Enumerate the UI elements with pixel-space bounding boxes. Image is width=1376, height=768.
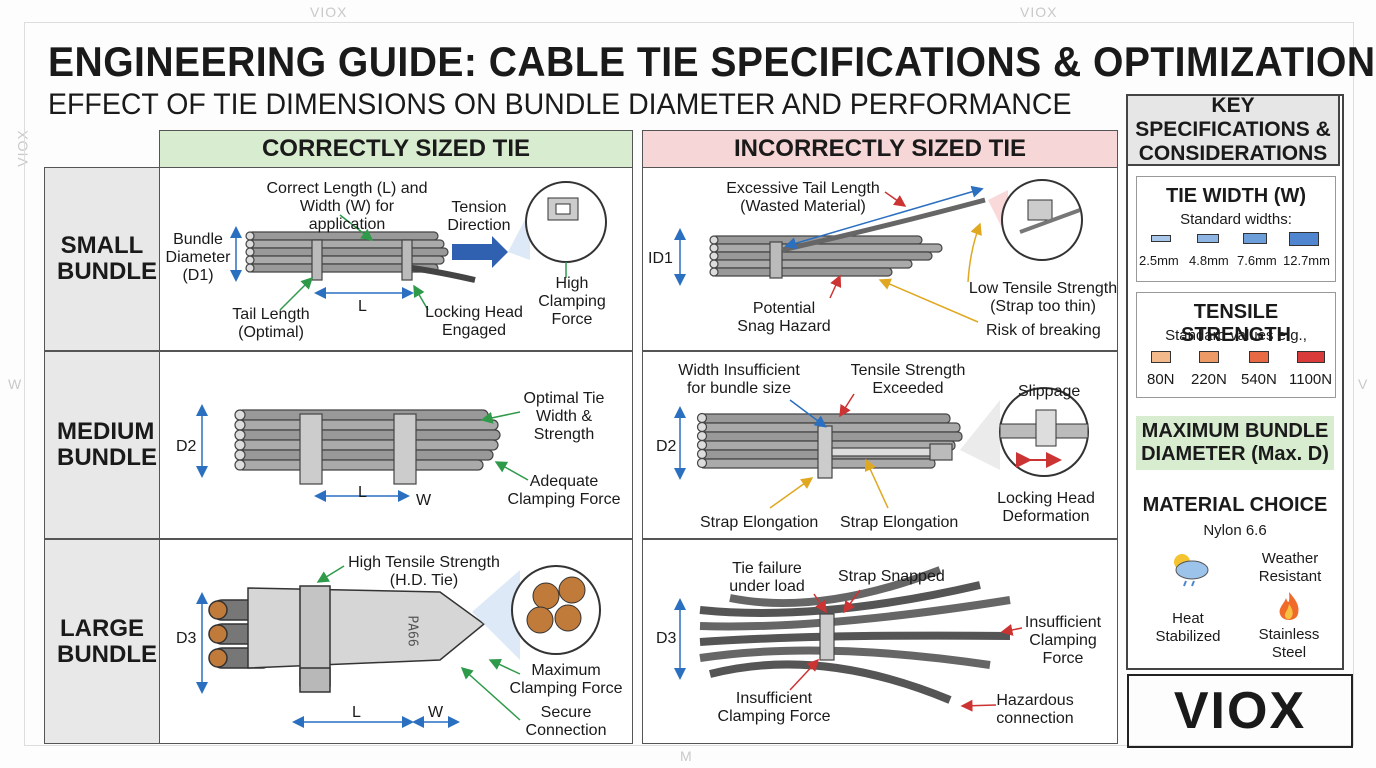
tensile-value: 80N [1147,371,1175,388]
label-width-insufficient: Width Insufficient for bundle size [678,362,800,397]
max-bundle-label: MAXIMUM BUNDLE DIAMETER (Max. D) [1141,420,1329,465]
large-bundle-cables [208,585,486,693]
label-tie-mark: PA66 [404,615,420,647]
page-title: ENGINEERING GUIDE: CABLE TIE SPECIFICATI… [48,38,1376,85]
label-max-clamping: Maximum Clamping Force [509,662,623,697]
column-header-correct: CORRECTLY SIZED TIE [159,130,633,168]
watermark: V [1358,376,1369,392]
width-swatch [1289,232,1319,246]
sidebar-panel [1126,94,1344,670]
flame-icon [1279,592,1299,620]
label-tie-failure: Tie failure under load [729,560,805,595]
heat-label: Heat Stabilized [1155,610,1221,645]
tie-width-title: TIE WIDTH (W) [1166,185,1306,207]
row-header-large: LARGE BUNDLE [44,539,160,744]
max-bundle-box: MAXIMUM BUNDLE DIAMETER (Max. D) [1136,416,1334,470]
outer-frame [24,22,1354,746]
label-l: L [358,484,367,501]
sidebar-header: KEY SPECIFICATIONS & CONSIDERATIONS [1126,94,1340,166]
watermark: M [680,748,693,764]
tensile-strength-box: TENSILE STRENGTH Standard values e.g., 8… [1136,292,1336,398]
label-id1: ID1 [648,250,673,267]
label-snag-hazard: Potential Snag Hazard [737,300,831,335]
width-value: 4.8mm [1189,253,1229,268]
tensile-value: 540N [1241,371,1277,388]
large-incorrect-cables [699,566,1011,704]
label-d2: D2 [176,438,197,455]
row-header-small: SMALL BUNDLE [44,167,160,351]
weather-icon [1174,554,1209,587]
label-secure-connection: Secure Connection [525,704,607,739]
row-header-medium: MEDIUM BUNDLE [44,351,160,539]
weather-label: Weather Resistant [1258,550,1322,585]
label-risk-breaking: Risk of breaking [986,322,1101,339]
label-d2: D2 [656,438,677,455]
page-subtitle: EFFECT OF TIE DIMENSIONS ON BUNDLE DIAME… [48,88,1072,121]
label-insufficient-clamping-2: Insufficient Clamping Force [717,690,831,725]
watermark: W [8,376,23,392]
label-hazardous-connection: Hazardous connection [996,692,1074,727]
tensile-swatch [1151,351,1171,363]
label-excessive-tail: Excessive Tail Length (Wasted Material) [726,180,880,215]
label-w: W [428,704,444,721]
tensile-swatch [1249,351,1269,363]
tensile-value: 1100N [1289,371,1333,388]
label-bundle-diameter: Bundle Diameter (D1) [165,231,231,284]
material-box: MATERIAL CHOICE Nylon 6.6 Weather Resist… [1136,494,1334,664]
label-locking-deformation: Locking Head Deformation [997,490,1095,525]
label-strap-elongation-1: Strap Elongation [700,514,819,531]
tie-width-box: TIE WIDTH (W) Standard widths: 2.5mm 4.8… [1136,176,1336,282]
viox-logo: VIOX [1127,674,1353,748]
label-adequate-clamping: Adequate Clamping Force [507,473,621,508]
label-d3: D3 [656,630,677,647]
width-value: 2.5mm [1139,253,1179,268]
row-header-label: MEDIUM BUNDLE [57,418,157,471]
row-header-label: SMALL BUNDLE [57,232,157,285]
label-optimal-tie: Optimal Tie Width & Strength [523,390,605,443]
label-strap-snapped: Strap Snapped [838,568,945,585]
material-subtitle: Nylon 6.6 [1203,522,1267,539]
label-d3: D3 [176,630,197,647]
tensile-subtitle: Standard values e.g., [1165,327,1307,344]
width-value: 7.6mm [1237,253,1277,268]
watermark: VIOX [1020,4,1058,20]
material-title: MATERIAL CHOICE [1142,494,1328,516]
label-slippage: Slippage [1018,383,1081,400]
tensile-swatch [1297,351,1325,363]
width-swatch [1243,233,1267,244]
tensile-title: TENSILE STRENGTH [1181,301,1291,346]
label-locking-head: Locking Head Engaged [425,304,523,339]
watermark: VIOX [310,4,348,20]
label-l: L [352,704,361,721]
label-high-clamping: High Clamping Force [538,275,606,328]
tensile-value: 220N [1191,371,1227,388]
label-tension-direction: Tension Direction [447,199,511,234]
label-tail-length: Tail Length (Optimal) [232,306,310,341]
column-header-incorrect: INCORRECTLY SIZED TIE [642,130,1118,168]
medium-incorrect-cables [696,412,963,479]
width-swatch [1151,235,1171,242]
label-w: W [416,492,432,509]
width-value: 12.7mm [1283,253,1330,268]
label-high-tensile: High Tensile Strength (H.D. Tie) [348,554,500,589]
width-swatch [1197,234,1219,243]
label-low-tensile: Low Tensile Strength (Strap too thin) [968,280,1118,315]
row-header-label: LARGE BUNDLE [57,614,157,668]
label-length-width: Correct Length (L) and Width (W) for app… [266,180,428,233]
stainless-label: Stainless Steel [1258,626,1320,661]
label-l: L [358,298,367,315]
tensile-swatch [1199,351,1219,363]
small-bundle-cables [245,231,476,283]
medium-bundle-cables [234,409,501,485]
label-insufficient-clamping-1: Insufficient Clamping Force [1024,614,1102,667]
label-tensile-exceeded: Tensile Strength Exceeded [850,362,966,397]
tie-width-subtitle: Standard widths: [1180,211,1292,228]
label-strap-elongation-2: Strap Elongation [840,514,959,531]
